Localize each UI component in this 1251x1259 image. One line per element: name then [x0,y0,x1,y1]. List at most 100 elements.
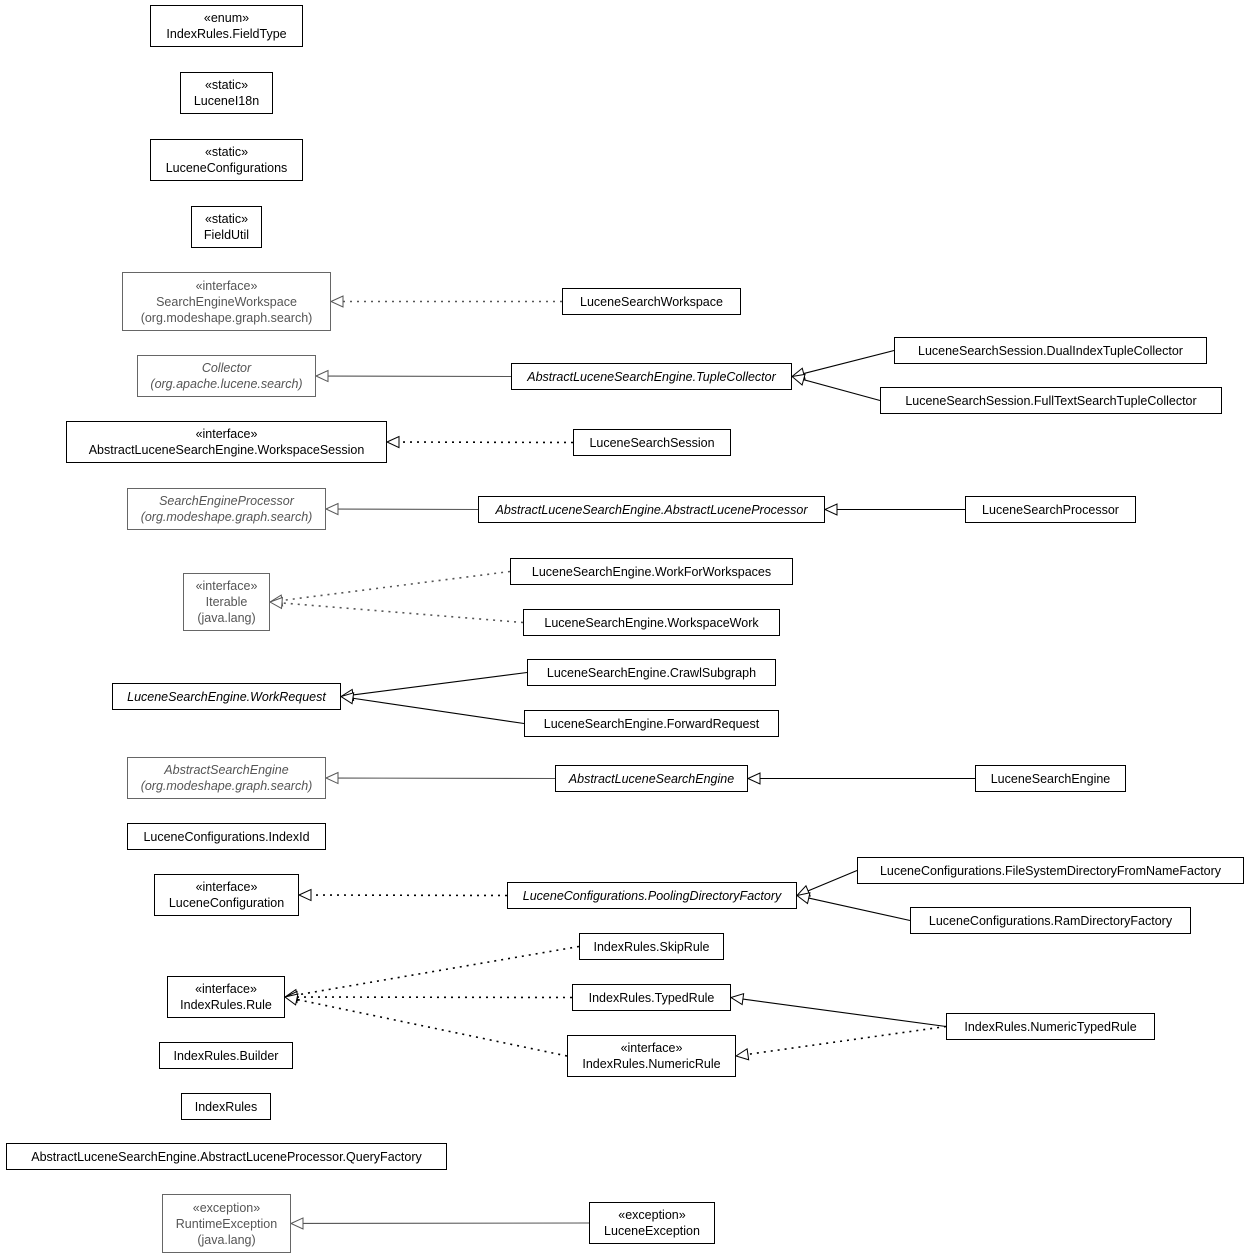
class-name: FieldUtil [203,228,250,242]
class-name: IndexRules.TypedRule [588,990,715,1005]
class-name: AbstractLuceneSearchEngine.AbstractLucen… [31,1149,422,1164]
stereotype-label: «interface» [195,880,258,894]
package-label: (java.lang) [197,611,256,625]
class-name: LuceneSearchSession.FullTextSearchTupleC… [905,393,1197,408]
class-typedrule[interactable]: IndexRules.TypedRule [572,984,731,1011]
hollow-triangle-arrowhead [385,435,400,449]
class-lucenei18n[interactable]: «static» LuceneI18n [180,72,273,114]
hollow-triangle-arrowhead [746,772,761,785]
class-name: Collector [201,361,252,375]
package-label: (org.modeshape.graph.search) [140,510,313,524]
class-name: LuceneSearchEngine.CrawlSubgraph [546,665,757,680]
hollow-triangle-arrowhead [790,373,806,386]
class-lucenesearchworkspace[interactable]: LuceneSearchWorkspace [562,288,741,315]
class-name: LuceneConfigurations.FileSystemDirectory… [879,863,1222,878]
class-tuplecollector[interactable]: AbstractLuceneSearchEngine.TupleCollecto… [511,363,792,390]
class-name: LuceneException [604,1224,700,1238]
edge-line-numerictypedrule-to-typedrule [742,998,947,1028]
edge-line-numericrule-to-rule [296,998,568,1057]
class-name: LuceneSearchProcessor [982,502,1119,517]
class-name: LuceneSearchSession [589,435,715,450]
class-name: SearchEngineWorkspace [156,294,297,309]
class-fulltextsearchtuplecollector[interactable]: LuceneSearchSession.FullTextSearchTupleC… [880,387,1222,414]
class-indexrules-fieldtype[interactable]: «enum» IndexRules.FieldType [150,5,303,47]
class-name: LuceneConfigurations.PoolingDirectoryFac… [522,888,782,903]
edge-line-fulltextsearchtuplecollector-to-tuplecollector [803,379,881,402]
interface-iterable[interactable]: «interface» Iterable (java.lang) [183,573,270,631]
class-builder[interactable]: IndexRules.Builder [159,1042,293,1069]
class-name: LuceneConfigurations [165,161,288,175]
class-name: IndexRules.FieldType [166,27,287,41]
class-name: LuceneSearchEngine.WorkspaceWork [544,615,759,630]
class-workspacework[interactable]: LuceneSearchEngine.WorkspaceWork [523,609,780,636]
hollow-triangle-arrowhead [729,992,745,1006]
class-runtimeexception[interactable]: «exception» RuntimeException (java.lang) [162,1194,291,1253]
edge-line-dualindextuplecollector-to-tuplecollector [803,349,895,375]
class-name: LuceneSearchWorkspace [580,294,723,309]
class-luceneexception[interactable]: «exception» LuceneException [589,1202,715,1244]
class-name: AbstractSearchEngine [164,763,289,777]
stereotype-label: «interface» [195,427,258,441]
class-name: IndexRules.NumericTypedRule [964,1019,1137,1034]
hollow-triangle-arrowhead [268,596,283,610]
class-name: LuceneSearchSession.DualIndexTupleCollec… [918,343,1183,358]
class-indexid[interactable]: LuceneConfigurations.IndexId [127,823,326,850]
class-name: LuceneSearchEngine.ForwardRequest [543,716,760,731]
package-label: (org.modeshape.graph.search) [140,779,313,793]
class-name: AbstractLuceneSearchEngine [568,771,735,786]
class-luceneconfigurations[interactable]: «static» LuceneConfigurations [150,139,303,181]
class-forwardrequest[interactable]: LuceneSearchEngine.ForwardRequest [524,710,779,737]
interface-numericrule[interactable]: «interface» IndexRules.NumericRule [567,1035,736,1077]
class-searchengineprocessor[interactable]: SearchEngineProcessor (org.modeshape.gra… [127,488,326,530]
class-name: IndexRules.Builder [173,1048,279,1063]
hollow-triangle-arrowhead [324,771,339,785]
class-name: IndexRules.SkipRule [593,939,710,954]
edge-line-ramdirectoryfactory-to-poolingdirectoryfactory [808,897,911,922]
edge-line-crawlsubgraph-to-workrequest [352,671,528,696]
package-label: (org.modeshape.graph.search) [140,310,313,325]
class-lucenesearchprocessor[interactable]: LuceneSearchProcessor [965,496,1136,523]
class-abstractsearchengine[interactable]: AbstractSearchEngine (org.modeshape.grap… [127,757,326,799]
class-fieldutil[interactable]: «static» FieldUtil [191,206,262,248]
hollow-triangle-arrowhead [823,503,838,516]
edge-line-workspacework-to-iterable [281,602,524,624]
class-filesystemdirectoryfromnamefactory[interactable]: LuceneConfigurations.FileSystemDirectory… [857,857,1244,884]
hollow-triangle-arrowhead [297,888,312,902]
hollow-triangle-arrowhead [283,993,299,1006]
class-name: LuceneI18n [193,94,260,108]
interface-luceneconfiguration[interactable]: «interface» LuceneConfiguration [154,874,299,916]
class-name: AbstractLuceneSearchEngine.AbstractLucen… [495,502,808,517]
edge-line-workforworkspaces-to-iterable [281,570,511,602]
class-abstractluceneprocessor[interactable]: AbstractLuceneSearchEngine.AbstractLucen… [478,496,825,523]
class-collector[interactable]: Collector (org.apache.lucene.search) [137,355,316,397]
class-name: Iterable [205,595,248,609]
class-indexrules[interactable]: IndexRules [181,1093,271,1120]
class-skiprule[interactable]: IndexRules.SkipRule [579,933,724,960]
interface-workspacesession[interactable]: «interface» AbstractLuceneSearchEngine.W… [66,421,387,463]
class-lucenesearchsession[interactable]: LuceneSearchSession [573,429,731,456]
stereotype-label: «static» [204,78,249,92]
hollow-triangle-arrowhead [795,892,811,905]
class-name: AbstractLuceneSearchEngine.TupleCollecto… [527,369,776,384]
stereotype-label: «static» [204,145,249,159]
class-workrequest[interactable]: LuceneSearchEngine.WorkRequest [112,683,341,710]
stereotype-label: «interface» [195,579,258,593]
class-name: SearchEngineProcessor [159,494,294,508]
stereotype-label: «enum» [203,11,250,25]
class-ramdirectoryfactory[interactable]: LuceneConfigurations.RamDirectoryFactory [910,907,1191,934]
class-workforworkspaces[interactable]: LuceneSearchEngine.WorkForWorkspaces [510,558,793,585]
interface-searchengineworkspace[interactable]: «interface» SearchEngineWorkspace (org.m… [122,272,331,331]
class-abstractlucenesearchengine[interactable]: AbstractLuceneSearchEngine [555,765,748,792]
class-crawlsubgraph[interactable]: LuceneSearchEngine.CrawlSubgraph [527,659,776,686]
class-lucenesearchengine[interactable]: LuceneSearchEngine [975,765,1126,792]
class-numerictypedrule[interactable]: IndexRules.NumericTypedRule [946,1013,1155,1040]
hollow-triangle-arrowhead [289,1217,304,1230]
class-dualindextuplecollector[interactable]: LuceneSearchSession.DualIndexTupleCollec… [894,337,1207,364]
class-queryfactory[interactable]: AbstractLuceneSearchEngine.AbstractLucen… [6,1143,447,1170]
edge-line-filesystemdirectoryfromnamefactory-to-poolingdirectoryfactory [807,869,858,892]
interface-rule[interactable]: «interface» IndexRules.Rule [167,976,285,1018]
class-poolingdirectoryfactory[interactable]: LuceneConfigurations.PoolingDirectoryFac… [507,882,797,909]
package-label: (org.apache.lucene.search) [150,377,303,391]
